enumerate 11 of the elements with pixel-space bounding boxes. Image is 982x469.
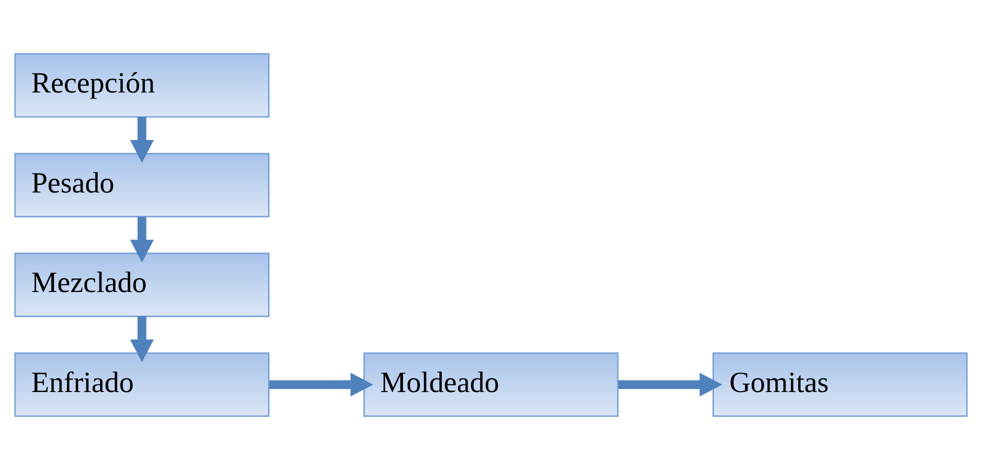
node-box: Recepción <box>14 52 270 118</box>
node-box: Enfriado <box>14 352 270 416</box>
arrow <box>269 372 374 396</box>
node-box: Gomitas <box>712 352 968 416</box>
node-box: Moldeado <box>363 352 619 416</box>
arrow <box>130 316 154 362</box>
arrow <box>130 216 154 262</box>
node-box: Pesado <box>14 152 270 217</box>
arrow <box>130 116 154 162</box>
node-box: Mezclado <box>14 252 270 317</box>
arrow <box>618 372 722 396</box>
